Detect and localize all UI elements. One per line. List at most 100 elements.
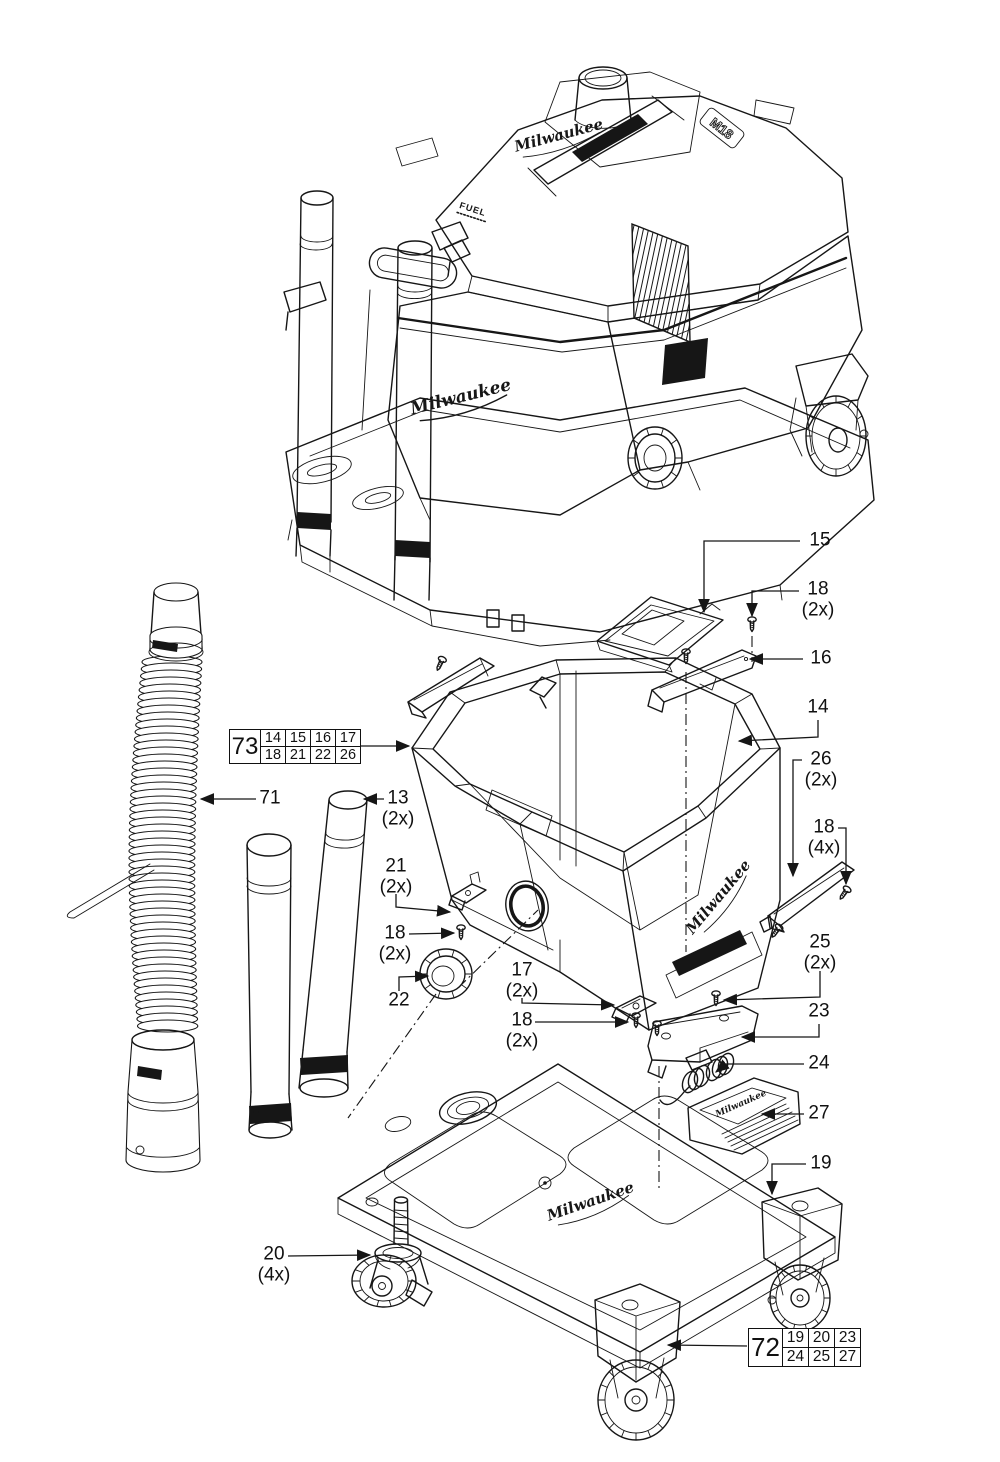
- part-number: 18: [813, 816, 835, 838]
- part-number: 18: [384, 922, 406, 944]
- hose-part-71: [66, 582, 204, 1173]
- callout-part-71: 71: [259, 787, 281, 810]
- leader-line-part-17: [521, 998, 616, 1011]
- part-number: 24: [808, 1052, 830, 1074]
- bracket-part-23: [647, 1005, 759, 1079]
- ref-cell: 26: [335, 746, 361, 764]
- callout-part-22: 22: [388, 989, 410, 1012]
- assembly-axes: [347, 636, 753, 1188]
- bracket-part-16: [647, 649, 757, 713]
- part-number: 27: [808, 1102, 830, 1124]
- callout-part-24: 24: [808, 1052, 830, 1075]
- callout-part-25: 25(2x): [804, 932, 837, 973]
- tray-part-15: [596, 596, 724, 673]
- screw-icon: [711, 990, 721, 1007]
- leader-line-part-14: [737, 720, 819, 747]
- leader-line-part-18: [408, 927, 456, 940]
- leader-line-part-20: [287, 1249, 372, 1262]
- callout-part-13: 13(2x): [382, 788, 415, 829]
- ref-cell: 23: [834, 1328, 861, 1348]
- screw-icon: [839, 885, 852, 900]
- part-quantity: (2x): [801, 599, 835, 620]
- leader-line-part-26: [787, 759, 802, 878]
- part-quantity: (2x): [378, 943, 412, 964]
- dolly-corner-post: [594, 1283, 681, 1441]
- ref-cell: 20: [808, 1328, 835, 1348]
- callout-part-23: 23: [808, 1000, 830, 1023]
- part-quantity: (2x): [379, 876, 413, 897]
- ref-cell: 24: [782, 1347, 809, 1367]
- ref-cell: 22: [310, 746, 336, 764]
- part-quantity: (2x): [803, 952, 837, 973]
- leader-line-part-21: [395, 894, 452, 917]
- callout-part-18: 18(2x): [379, 923, 412, 964]
- hose-cuff: [125, 1029, 201, 1173]
- ref-cell: 18: [260, 746, 286, 764]
- cap-part-22: [419, 948, 473, 1000]
- vacuum-tank-body: Milwaukee: [361, 235, 863, 521]
- part-number: 23: [808, 1000, 830, 1022]
- m18-badge: M18: [699, 107, 745, 149]
- caster-part-20: [351, 1196, 433, 1308]
- spring-part-24: [659, 1052, 735, 1106]
- svg-text:FUEL: FUEL: [458, 200, 487, 218]
- part-number: 25: [809, 931, 831, 953]
- screw-icon: [436, 655, 448, 671]
- ref-cell: 25: [808, 1347, 835, 1367]
- screw-icon: [771, 923, 784, 938]
- ref-cell: 15: [285, 729, 311, 747]
- part-number: 16: [810, 647, 832, 669]
- callout-part-20: 20(4x): [258, 1244, 291, 1285]
- ref-cell: 19: [782, 1328, 809, 1348]
- assembly-number: 73: [229, 729, 261, 764]
- ref-cell: 17: [335, 729, 361, 747]
- fuel-badge: FUEL: [456, 200, 488, 223]
- leader-line-part-18: [746, 590, 799, 618]
- callout-part-14: 14: [807, 696, 829, 719]
- dolly-part-72: Milwaukee: [337, 1063, 843, 1441]
- assembled-vacuum-drawing: Milwaukee M18: [283, 66, 875, 647]
- leader-line-part-24: [714, 1059, 804, 1073]
- wand-parts-13: [246, 790, 368, 1139]
- vent-grille: [631, 222, 691, 344]
- screw-icon: [456, 924, 466, 941]
- part-number: 22: [388, 989, 410, 1011]
- stored-wands: [295, 190, 433, 601]
- part-quantity: (4x): [257, 1264, 291, 1285]
- callout-part-19: 19: [810, 1152, 832, 1175]
- part-number: 17: [511, 959, 533, 981]
- assembly-number: 72: [748, 1328, 783, 1367]
- part-number: 18: [511, 1009, 533, 1031]
- part-number: 19: [810, 1152, 832, 1174]
- side-rail-part-26-left: [407, 657, 495, 719]
- part-quantity: (2x): [804, 769, 838, 790]
- part-number: 26: [810, 748, 832, 770]
- part-number: 14: [807, 696, 829, 718]
- callout-part-26: 26(2x): [805, 749, 838, 790]
- part-number: 20: [263, 1243, 285, 1265]
- ref-cell: 14: [260, 729, 286, 747]
- part-quantity: (4x): [807, 837, 841, 858]
- part-number: 71: [259, 787, 281, 809]
- latch-part-21: [448, 871, 487, 911]
- part-number: 18: [807, 578, 829, 600]
- vacuum-powerhead: M18 FUEL Milwaukee: [283, 66, 849, 344]
- ref-cell: 21: [285, 746, 311, 764]
- leader-lines: [199, 540, 852, 1352]
- vacuum-caster: [789, 353, 869, 477]
- leader-line-part-19: [766, 1163, 806, 1196]
- pedal-part-27: Milwaukee: [687, 1077, 801, 1155]
- screw-icon: [747, 616, 757, 633]
- leader-line-part-23: [740, 1024, 820, 1043]
- milwaukee-logo: Milwaukee: [543, 1178, 636, 1225]
- svg-text:M18: M18: [707, 115, 736, 142]
- callout-part-18: 18(4x): [808, 817, 841, 858]
- callout-part-18: 18(2x): [802, 579, 835, 620]
- vacuum-base: [285, 387, 875, 647]
- part-number: 21: [385, 855, 407, 877]
- screws: [436, 616, 852, 1037]
- part-number: 15: [809, 529, 831, 551]
- part-number: 13: [387, 787, 409, 809]
